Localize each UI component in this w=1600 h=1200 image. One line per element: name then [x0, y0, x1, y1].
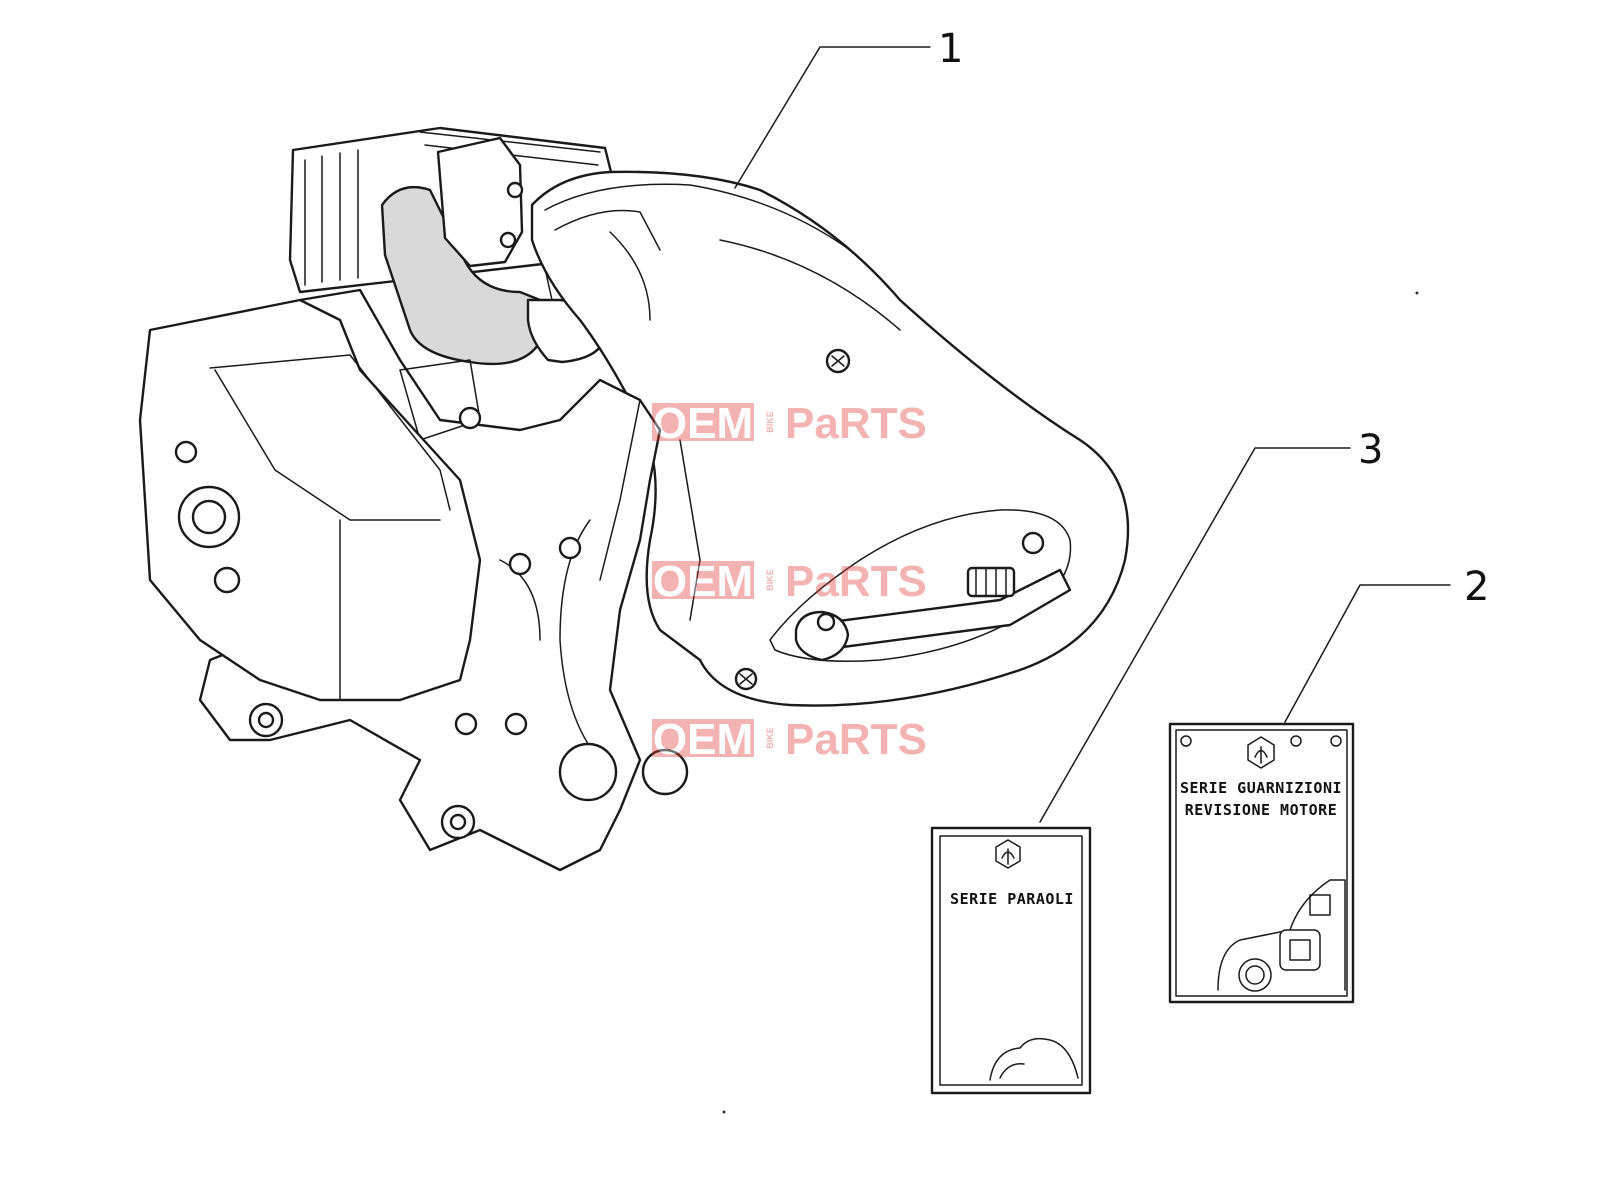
leader-line-2: [1284, 584, 1451, 723]
leader-line-3: [1039, 447, 1351, 823]
callout-number-3: 3: [1358, 427, 1383, 473]
fan-cover: [138, 298, 482, 702]
watermark-row-3: OEM BIKE PaRTS: [652, 715, 927, 764]
watermark-parts: PaRTS: [785, 715, 927, 764]
kit-2-label-line1: SERIE GUARNIZIONI: [1180, 779, 1342, 797]
scan-speck: [1415, 291, 1419, 295]
scan-speck: [722, 1110, 726, 1114]
watermark-row-1: OEM BIKE PaRTS: [652, 399, 927, 448]
watermark-oem-box: [652, 561, 754, 599]
watermark-oem: OEM: [653, 399, 753, 448]
kit-package-2: SERIE GUARNIZIONI REVISIONE MOTORE: [1168, 722, 1355, 1004]
callout-number-1: 1: [938, 26, 963, 72]
piaggio-logo-icon: [1247, 736, 1275, 769]
callout-number-2: 2: [1464, 564, 1489, 610]
watermark-parts: PaRTS: [785, 557, 927, 606]
watermark-bike: BIKE: [765, 411, 775, 433]
watermark-oem-box: [652, 719, 754, 757]
watermark-parts: PaRTS: [785, 399, 927, 448]
kit-package-3: SERIE PARAOLI: [930, 826, 1092, 1095]
watermark: OEM BIKE PaRTS OEM BIKE PaRTS OEM BIKE P…: [652, 399, 927, 764]
watermark-oem: OEM: [653, 715, 753, 764]
kit-2-label-line2: REVISIONE MOTORE: [1185, 801, 1338, 819]
kickstart-lever: [794, 531, 1072, 662]
watermark-bike: BIKE: [765, 727, 775, 749]
watermark-bike: BIKE: [765, 569, 775, 591]
engine-assembly: [138, 126, 1130, 872]
piaggio-logo-icon: [995, 839, 1021, 869]
callout-leaders: [734, 46, 1451, 823]
watermark-oem-box: [652, 403, 754, 441]
watermark-oem: OEM: [653, 557, 753, 606]
leader-line-1: [734, 46, 931, 189]
watermark-row-2: OEM BIKE PaRTS: [652, 557, 927, 606]
kit-3-label: SERIE PARAOLI: [950, 890, 1074, 908]
